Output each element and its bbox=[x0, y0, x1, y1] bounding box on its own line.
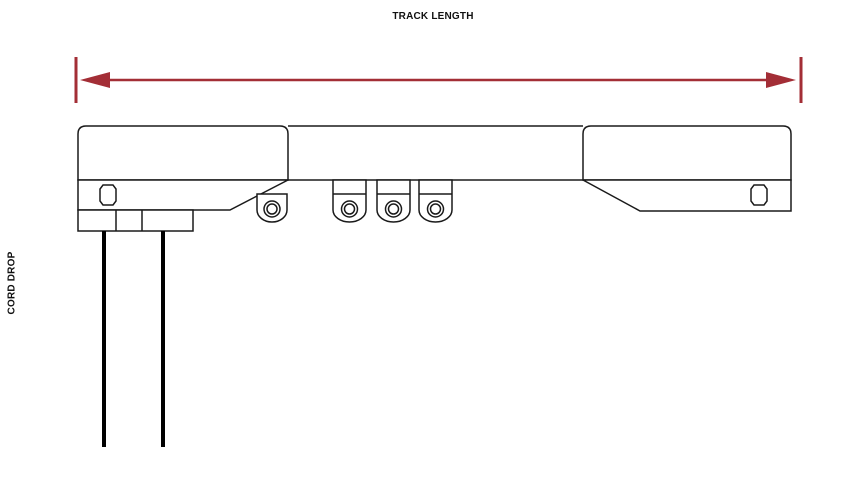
runner-4 bbox=[418, 179, 453, 223]
track-length-label: TRACK LENGTH bbox=[392, 11, 474, 22]
runner-1 bbox=[256, 193, 288, 223]
runner-3 bbox=[376, 179, 411, 223]
track-rail bbox=[288, 125, 583, 181]
dimension-arrowhead-right bbox=[766, 72, 796, 88]
left-carrier-slot-icon bbox=[99, 184, 117, 206]
dimension-arrowhead-left bbox=[80, 72, 110, 88]
right-carrier-slot-icon bbox=[750, 184, 768, 206]
right-master-carrier bbox=[582, 125, 792, 212]
track-length-dimension bbox=[74, 57, 803, 103]
runner-2 bbox=[332, 179, 367, 223]
left-master-carrier bbox=[77, 125, 289, 232]
